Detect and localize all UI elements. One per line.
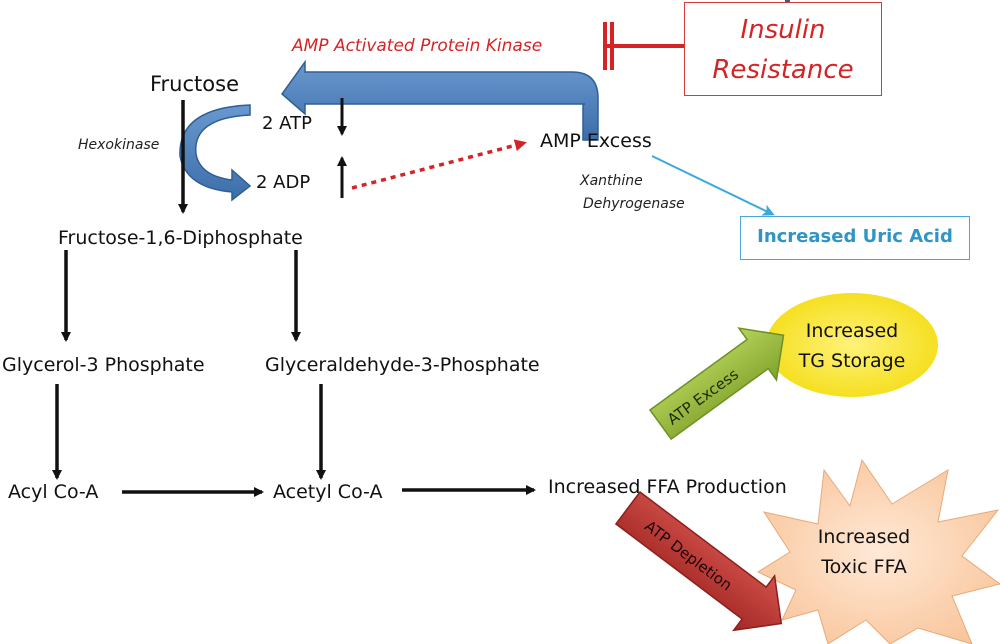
two-adp-label: 2 ADP (256, 172, 311, 193)
arrow-amp-to-uric-acid (651, 155, 775, 216)
two-atp-label: 2 ATP (262, 113, 312, 134)
toxic-ffa-burst (756, 458, 1000, 644)
insulin-resistance-box: Insulin Resistance (684, 2, 882, 96)
tg-storage-line2: TG Storage (798, 350, 906, 372)
insulin-resistance-line1: Insulin (740, 15, 826, 45)
amp-excess-label: AMP Excess (540, 130, 652, 152)
ffa-production-label: Increased FFA Production (548, 476, 787, 498)
insulin-resistance-line2: Resistance (712, 55, 854, 85)
glycerol3p-label: Glycerol-3 Phosphate (2, 354, 205, 376)
hexokinase-arrow (179, 104, 252, 202)
fructose-16dp-label: Fructose-1,6-Diphosphate (58, 227, 303, 249)
ampk-feedback-arrow (280, 59, 599, 141)
ampk-label: AMP Activated Protein Kinase (292, 36, 543, 56)
tg-storage-ellipse (766, 293, 938, 397)
atp-depletion-arrow (614, 490, 783, 632)
atp-excess-arrow (648, 327, 785, 441)
glyceraldehyde3p-label: Glyceraldehyde-3-Phosphate (265, 354, 540, 376)
acetyl-coa-label: Acetyl Co-A (273, 481, 383, 503)
acyl-coa-label: Acyl Co-A (8, 481, 99, 503)
toxic-ffa-line1: Increased (817, 526, 911, 548)
arrow-adp-to-amp (351, 139, 527, 190)
hexokinase-label: Hexokinase (78, 137, 160, 153)
xanthine-label-line2: Dehyrogenase (583, 196, 685, 212)
xanthine-label-line1: Xanthine (580, 173, 643, 189)
fructose-label: Fructose (150, 72, 239, 96)
tg-storage-line1: Increased (805, 320, 899, 342)
uric-acid-label: Increased Uric Acid (757, 226, 953, 247)
uric-acid-box: Increased Uric Acid (740, 216, 970, 260)
toxic-ffa-line2: Toxic FFA (821, 556, 907, 578)
